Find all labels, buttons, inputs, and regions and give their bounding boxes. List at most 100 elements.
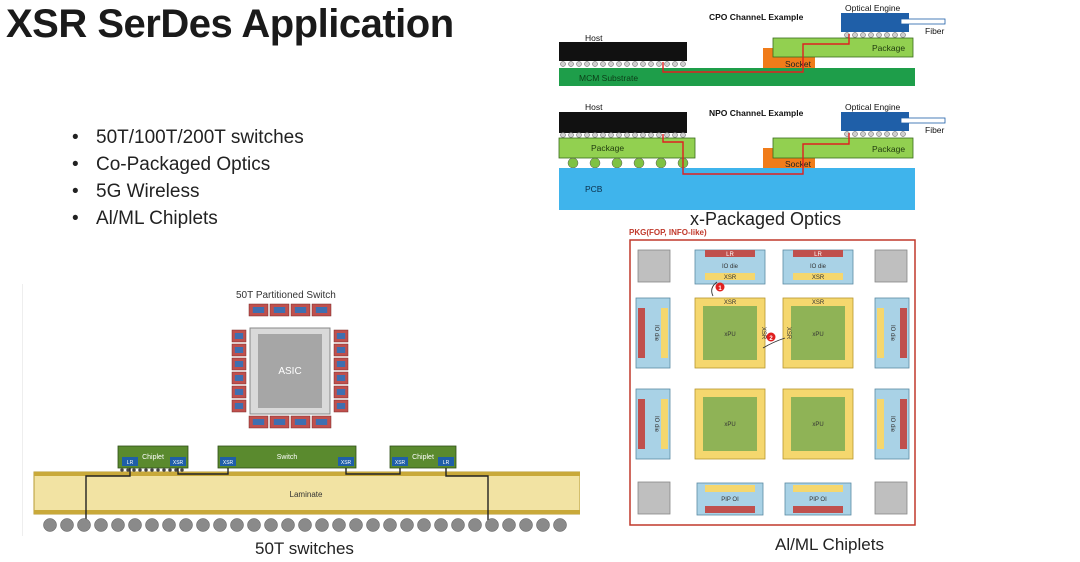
- lr-left-lower: [638, 399, 645, 449]
- cpo-socket-label: Socket: [785, 59, 812, 69]
- bump: [156, 468, 160, 472]
- bullet-list: •50T/100T/200T switches •Co-Packaged Opt…: [72, 124, 304, 232]
- npo-package-right: [772, 137, 914, 159]
- bump: [576, 61, 582, 67]
- trace-left-lr: [85, 468, 131, 520]
- bump: [632, 61, 638, 67]
- bga-ball: [519, 518, 533, 532]
- xsr-left-lower: [661, 399, 668, 449]
- bga-ball: [400, 518, 414, 532]
- cpo-fiber-label: Fiber: [925, 26, 945, 36]
- switch-die: [217, 445, 357, 469]
- xsr-label: XSR: [724, 300, 737, 306]
- bump: [560, 61, 566, 67]
- serdes-lane: [294, 419, 307, 425]
- xsr-right-upper: [877, 308, 884, 358]
- bump: [680, 132, 686, 138]
- bump: [648, 132, 654, 138]
- switch-heading: 50T Partitioned Switch: [236, 290, 336, 301]
- bump: [608, 132, 614, 138]
- asic-label: ASIC: [278, 366, 301, 377]
- serdes-lane: [336, 361, 346, 367]
- cpo-substrate: [559, 68, 915, 86]
- bump: [120, 468, 124, 472]
- laminate-top-layer: [34, 472, 580, 476]
- bump: [600, 61, 606, 67]
- bga-ball: [434, 518, 448, 532]
- bga-ball: [111, 518, 125, 532]
- xsr-top-right-label: XSR: [812, 275, 825, 281]
- serdes-lane: [336, 389, 346, 395]
- xsr-block-right-chiplet: [392, 457, 408, 466]
- bump: [600, 132, 606, 138]
- bump: [180, 468, 184, 472]
- laminate-bottom-layer: [34, 510, 580, 514]
- npo-pcb: [559, 168, 915, 210]
- bga-ball: [468, 518, 482, 532]
- xsr-block-switch-right: [338, 457, 354, 466]
- bump: [568, 61, 574, 67]
- bump: [584, 61, 590, 67]
- switch-caption: 50T switches: [255, 539, 354, 558]
- io-die-left-upper-label: IO die: [653, 325, 659, 342]
- bga-ball: [162, 518, 176, 532]
- xpu-label: xPU: [724, 422, 735, 428]
- npo-fiber: [900, 117, 946, 124]
- bump: [568, 132, 574, 138]
- serdes-lane: [336, 333, 346, 339]
- bump: [892, 131, 898, 137]
- bga-ball: [366, 518, 380, 532]
- xsr-block-left-chiplet: [170, 457, 186, 466]
- laminate-label: Laminate: [290, 490, 323, 499]
- bga-ball: [94, 518, 108, 532]
- asic-serdes-right: [333, 329, 349, 413]
- npo-optical-engine-label: Optical Engine: [845, 102, 901, 112]
- lr-block-right: [438, 457, 454, 466]
- bga-balls: [43, 518, 567, 532]
- marker-2-label: 2: [769, 336, 773, 342]
- xpu-top-right: XSR xPU XSR: [782, 297, 854, 369]
- bullet-item: •50T/100T/200T switches: [72, 127, 304, 148]
- serdes-lane: [336, 375, 346, 381]
- xsr-pip-right: [793, 485, 843, 492]
- marker-1-label: 1: [718, 286, 722, 292]
- cpo-package: [772, 37, 914, 58]
- serdes-lane: [336, 403, 346, 409]
- bump: [592, 61, 598, 67]
- bump: [900, 131, 906, 137]
- cpo-optical-engine: [841, 13, 909, 32]
- asic-core: [258, 334, 322, 408]
- asic-serdes-top: [248, 303, 332, 317]
- serdes-lane: [294, 307, 307, 313]
- npo-heading: NPO ChanneL Example: [709, 108, 804, 118]
- xsr-pip-left: [705, 485, 755, 492]
- lr-pip-left: [705, 506, 755, 513]
- cpo-host-bumps: [560, 61, 686, 67]
- pip-oi-right-label: PIP OI: [809, 497, 827, 503]
- io-die-top-left-label: IO die: [722, 264, 739, 270]
- bump: [680, 61, 686, 67]
- cpo-heading: CPO ChanneL Example: [709, 12, 804, 22]
- lr-right-upper: [900, 308, 907, 358]
- bga-ball: [60, 518, 74, 532]
- solder-ball: [611, 157, 623, 169]
- bga-ball: [332, 518, 346, 532]
- solder-ball: [655, 157, 667, 169]
- xpu-core: [791, 306, 845, 360]
- cpo-fiber: [900, 18, 946, 25]
- bump: [616, 132, 622, 138]
- bga-ball: [196, 518, 210, 532]
- serdes-lane: [234, 389, 244, 395]
- cpo-substrate-label: MCM Substrate: [579, 73, 638, 83]
- bump: [868, 32, 874, 38]
- bump: [852, 32, 858, 38]
- serdes-lane: [234, 361, 244, 367]
- npo-optical-bumps: [844, 131, 906, 137]
- bga-ball: [298, 518, 312, 532]
- solder-ball: [589, 157, 601, 169]
- bump: [616, 61, 622, 67]
- xpu-label: xPU: [812, 332, 823, 338]
- bullet-item: •Al/ML Chiplets: [72, 208, 218, 229]
- npo-socket-label: Socket: [785, 159, 812, 169]
- io-die-top-right-label: IO die: [810, 264, 827, 270]
